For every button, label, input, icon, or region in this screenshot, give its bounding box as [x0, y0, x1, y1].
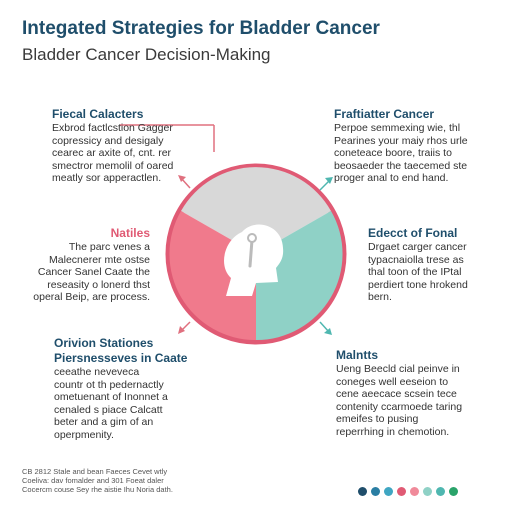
text-line: Malecnerer mte ostse	[49, 253, 150, 266]
text-line: ometuenant of Inonnet a	[54, 391, 168, 403]
text-line: beter and a gim of an	[54, 416, 154, 428]
footer-line: Coeliva: dav fomalder and 301 Foeat dale…	[22, 476, 164, 485]
text-line: copressicy and desigaly	[52, 134, 164, 147]
text-line: Cancer Sanel Caate the	[37, 266, 150, 278]
head-profile-icon	[224, 224, 284, 296]
text-line: operpmenity.	[54, 428, 114, 441]
color-dot	[410, 487, 419, 496]
connector-top-left	[120, 124, 215, 152]
text-line: operal Beip, are process.	[33, 291, 150, 303]
block-mid-right-heading: Edecct of Fonal	[368, 226, 458, 240]
arrow-upper-left	[178, 175, 191, 189]
text-line: thal toon of the IPtal	[368, 266, 462, 278]
outer-ring	[165, 163, 347, 345]
block-mid-left-heading: Natiles	[110, 226, 150, 240]
segment-top-gray	[181, 167, 331, 254]
color-dots	[358, 487, 458, 496]
footer-line: Cocercm couse Sey rhe aistie Ihu Noria d…	[22, 485, 173, 494]
block-mid-right: Edecct of Fonal Drgaet carger cancer typ…	[368, 226, 498, 304]
text-line: Ueng Beecld cial peinve in	[336, 363, 460, 375]
block-bottom-right: Malntts Ueng Beecld cial peinve in coneg…	[336, 348, 486, 438]
color-dot	[436, 487, 445, 496]
arrow-upper-right	[319, 177, 333, 191]
text-line: cene aeecace scsein tece	[336, 388, 457, 400]
text-line: perdiert tone hrokend	[368, 278, 468, 291]
page-subtitle: Bladder Cancer Decision-Making	[22, 45, 271, 64]
text-line: coneteace boore, traiis to	[334, 147, 452, 159]
text-line: countr ot th pedernactly	[54, 378, 164, 391]
text-line: The parc venes a	[68, 241, 150, 253]
text-line: emeifes to pusing	[336, 413, 419, 425]
color-dot	[397, 487, 406, 496]
text-line: cenaled s piace Calcatt	[54, 403, 163, 416]
arrow-lower-right	[319, 321, 332, 335]
page-title: Integated Strategies for Bladder Cancer	[22, 18, 380, 39]
footer-note: CB 2812 Stale and bean Faeces Cevet wtly…	[22, 467, 173, 494]
block-bottom-left: Orivion Stationes Piersnesseves in Caate…	[54, 336, 194, 441]
color-dot	[423, 487, 432, 496]
block-bottom-right-heading: Malntts	[336, 348, 378, 362]
color-dot	[371, 487, 380, 496]
text-line: meatly sor apperactlen.	[52, 172, 162, 184]
text-line: typacnaiolla trese as	[368, 253, 464, 266]
footer-line: CB 2812 Stale and bean Faeces Cevet wtly	[22, 467, 168, 476]
block-bottom-left-subheading: Piersnesseves in Caate	[54, 351, 188, 365]
block-top-left: Fiecal Calacters Exbrod factlcstion Gagg…	[52, 107, 192, 185]
text-line: coneges well eeseion to	[336, 375, 449, 388]
text-line: ceeathe neveveca	[54, 366, 140, 378]
block-top-right-heading: Fraftiatter Cancer	[334, 107, 435, 121]
color-dot	[358, 487, 367, 496]
text-line: Pearines your maiy rhos urle	[334, 134, 468, 147]
text-line: bern.	[368, 291, 392, 303]
color-dot	[384, 487, 393, 496]
text-line: contenity ccarmoede taring	[336, 400, 463, 413]
text-line: beosaeder the taecemed ste	[334, 159, 468, 172]
text-line: reperrhing in chemotion.	[336, 425, 450, 438]
text-line: cearec ar axite of, cnt. rer	[52, 147, 172, 159]
arrow-lower-left	[178, 321, 191, 334]
text-line: smectror memolil of oared	[52, 159, 174, 172]
text-line: reseasity o lonerd thst	[47, 278, 150, 291]
text-line: Exbrod factlcstion Gagger	[52, 122, 173, 134]
text-line: Perpoe semmexing wie, thl	[334, 122, 461, 134]
text-line: proger anal to end hand.	[334, 172, 449, 184]
color-dot	[449, 487, 458, 496]
block-top-left-heading: Fiecal Calacters	[52, 107, 144, 121]
block-bottom-left-heading: Orivion Stationes	[54, 336, 154, 350]
block-top-right: Fraftiatter Cancer Perpoe semmexing wie,…	[334, 107, 484, 185]
text-line: Drgaet carger cancer	[368, 241, 467, 253]
block-mid-left: Natiles The parc venes a Malecnerer mte …	[30, 226, 150, 304]
